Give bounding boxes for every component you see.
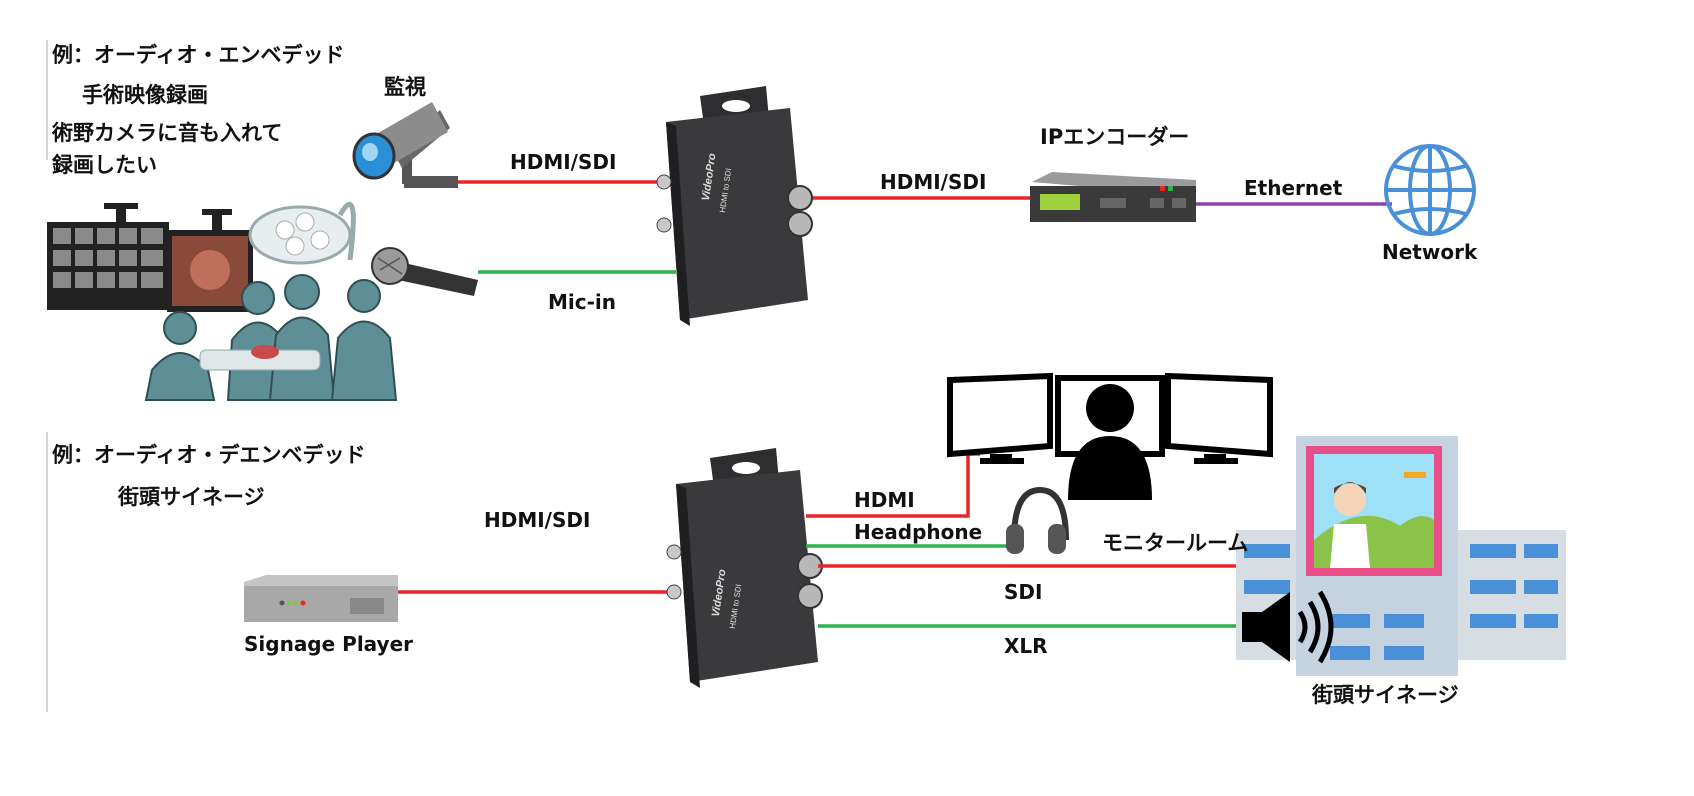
player-link-label: HDMI/SDI bbox=[484, 508, 591, 532]
hdmi-link-label: HDMI bbox=[854, 488, 915, 512]
ethernet-link-label: Ethernet bbox=[1244, 176, 1343, 200]
top-example-subtitle: 手術映像録画 bbox=[82, 83, 208, 107]
top-section-divider bbox=[46, 40, 48, 160]
top-example-description-1: 術野カメラに音も入れて bbox=[52, 121, 283, 145]
network-globe-icon bbox=[1384, 144, 1476, 236]
converter-bottom bbox=[666, 448, 823, 688]
monitoring-label: 監視 bbox=[384, 75, 426, 99]
converter-top bbox=[656, 86, 813, 326]
operating-room-illustration bbox=[47, 201, 398, 401]
bottom-example-title: 例：オーディオ・デエンベデッド bbox=[52, 443, 366, 467]
microphone-icon bbox=[371, 247, 478, 296]
street-signage-label: 街頭サイネージ bbox=[1312, 683, 1459, 707]
headphone-icon bbox=[1006, 486, 1069, 554]
sdi-link-label: SDI bbox=[1004, 580, 1043, 604]
mic-link-label: Mic-in bbox=[548, 290, 617, 314]
ip-encoder-label: IPエンコーダー bbox=[1040, 125, 1190, 149]
headphone-link-label: Headphone bbox=[854, 520, 983, 544]
top-example-description-2: 録画したい bbox=[52, 153, 157, 177]
ip-encoder-icon bbox=[1030, 172, 1196, 222]
top-example-title: 例：オーディオ・エンベデッド bbox=[52, 43, 345, 67]
bottom-section-divider bbox=[46, 432, 48, 712]
monitor-room-icon bbox=[947, 372, 1273, 500]
camera-link-label: HDMI/SDI bbox=[510, 150, 617, 174]
xlr-link-label: XLR bbox=[1004, 634, 1048, 658]
encoder-link-label: HDMI/SDI bbox=[880, 170, 987, 194]
signage-player-icon bbox=[244, 575, 398, 622]
signage-player-label: Signage Player bbox=[244, 632, 414, 656]
network-label: Network bbox=[1382, 240, 1478, 264]
security-camera-icon bbox=[352, 102, 458, 188]
bottom-example-subtitle: 街頭サイネージ bbox=[118, 485, 265, 509]
monitor-room-label: モニタールーム bbox=[1102, 531, 1249, 555]
speaker-icon bbox=[1242, 590, 1334, 664]
